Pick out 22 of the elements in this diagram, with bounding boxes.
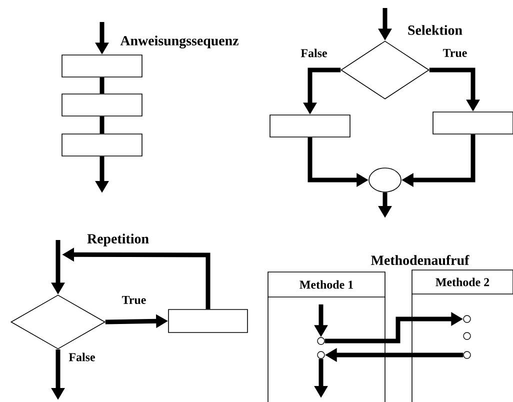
process-box bbox=[62, 54, 142, 78]
section-title: Methodenaufruf bbox=[371, 255, 470, 265]
edge-label: True bbox=[443, 49, 467, 57]
edge-label: False bbox=[300, 48, 327, 58]
edge-label: True bbox=[122, 296, 146, 304]
call-point bbox=[463, 315, 471, 323]
junction-ellipse bbox=[368, 168, 402, 192]
call-point bbox=[317, 351, 325, 359]
process-box bbox=[168, 309, 248, 333]
call-point bbox=[463, 351, 471, 359]
process-box bbox=[62, 94, 142, 116]
process-box bbox=[62, 134, 142, 156]
process-box bbox=[270, 114, 350, 138]
header-box: Methode 1 bbox=[268, 272, 386, 298]
call-point bbox=[463, 332, 471, 340]
process-box bbox=[432, 112, 513, 134]
header-box: Methode 2 bbox=[412, 270, 513, 294]
edge-label: False bbox=[68, 352, 95, 362]
section-title: Selektion bbox=[408, 25, 462, 35]
section-title: Anweisungssequenz bbox=[120, 36, 238, 48]
section-title: Repetition bbox=[87, 234, 149, 246]
call-point bbox=[317, 337, 325, 345]
